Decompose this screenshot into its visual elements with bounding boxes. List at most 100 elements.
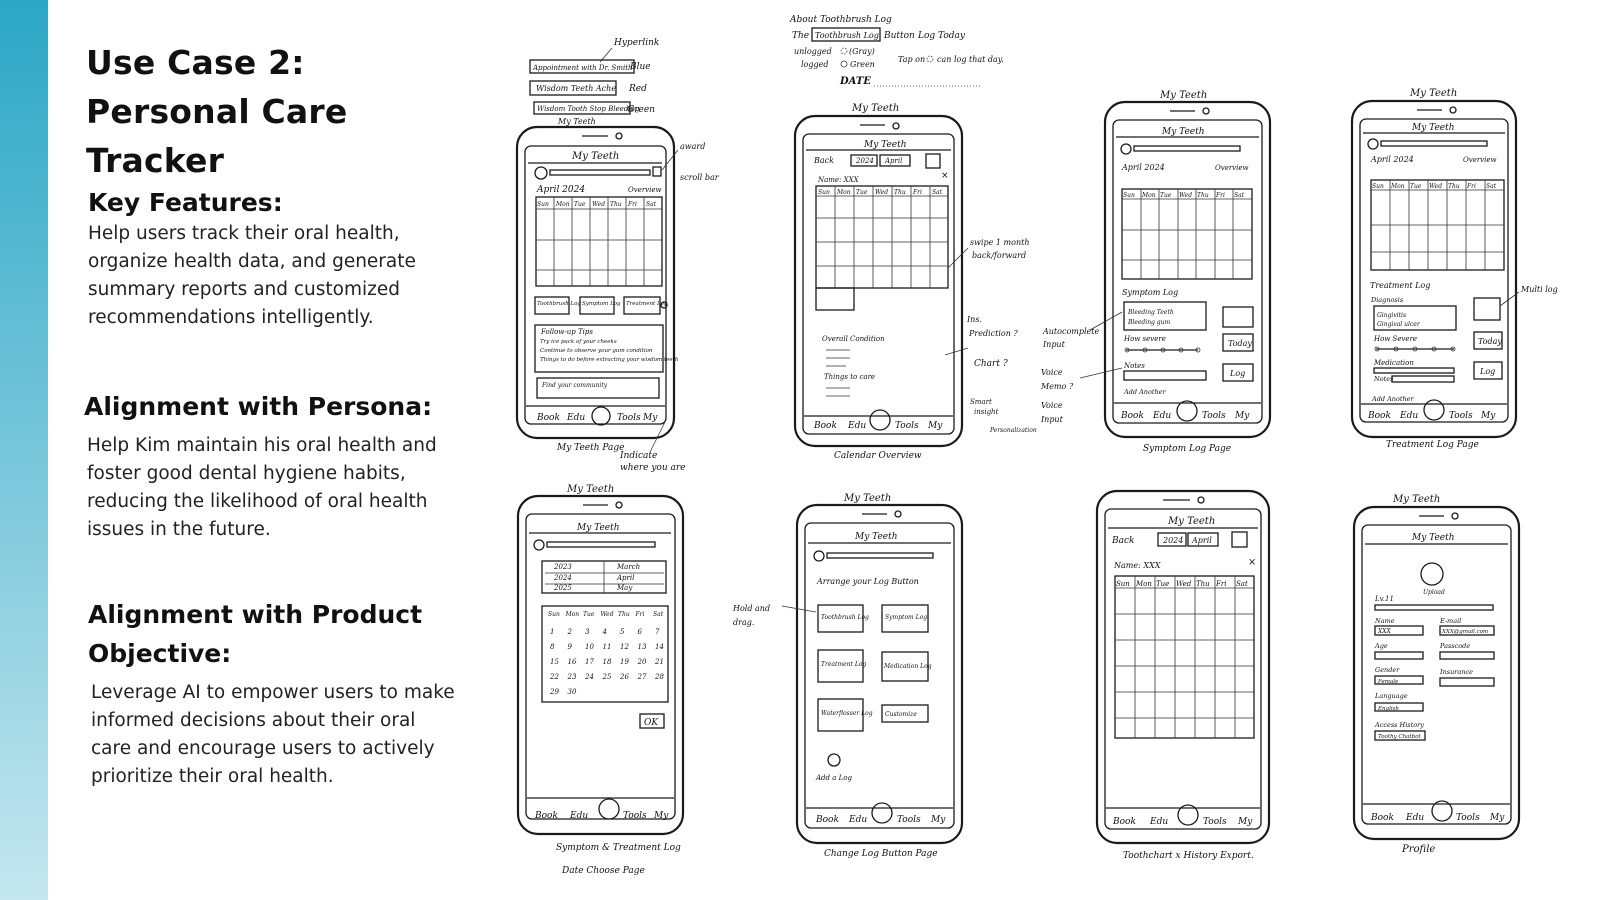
nav-edu[interactable]: Edu	[847, 421, 866, 431]
pdf-export-icon[interactable]	[1231, 531, 1248, 548]
calendar-day[interactable]: 20	[637, 658, 647, 666]
back-button[interactable]: Back	[813, 156, 834, 165]
language-field[interactable]	[1374, 702, 1424, 712]
nav-book[interactable]: Book	[1112, 817, 1136, 827]
calendar-day[interactable]: 14	[655, 643, 664, 651]
email-field[interactable]	[1439, 625, 1495, 636]
nav-tools[interactable]: Tools	[1456, 813, 1480, 823]
log-button[interactable]	[1473, 361, 1503, 380]
close-icon[interactable]: ×	[941, 171, 949, 181]
calendar-day[interactable]: 15	[550, 658, 559, 666]
history-field[interactable]	[1374, 730, 1426, 741]
tools-tooth-icon[interactable]	[871, 802, 893, 824]
nav-book[interactable]: Book	[1367, 411, 1391, 421]
tools-tooth-icon[interactable]	[869, 409, 891, 431]
today-button[interactable]	[1222, 333, 1254, 352]
calendar-day[interactable]: 19	[620, 658, 629, 666]
treatment-log-button[interactable]	[623, 296, 661, 315]
calendar-day[interactable]: 4	[602, 628, 607, 636]
overview-link[interactable]: Overview	[628, 186, 662, 194]
treatment-log-button[interactable]	[817, 649, 864, 683]
nav-book[interactable]: Book	[534, 811, 558, 821]
picker-year-selected[interactable]: 2024	[553, 574, 572, 582]
calendar-day[interactable]: 9	[568, 643, 573, 651]
calendar-day[interactable]: 17	[585, 658, 594, 666]
ok-button[interactable]	[639, 713, 665, 729]
image-upload-icon[interactable]	[1222, 306, 1254, 328]
add-log-label[interactable]: Add a Log	[815, 774, 853, 782]
nav-tools[interactable]: Tools	[895, 421, 919, 431]
calendar-day[interactable]: 26	[619, 673, 629, 681]
diagnosis-input[interactable]	[1373, 305, 1457, 331]
nav-edu[interactable]: Edu	[569, 811, 588, 821]
add-icon[interactable]	[827, 753, 841, 767]
tools-tooth-icon[interactable]	[1423, 399, 1445, 421]
age-field[interactable]	[1374, 651, 1424, 660]
nav-edu[interactable]: Edu	[848, 815, 867, 825]
calendar-day[interactable]: 21	[654, 658, 664, 666]
passcode-field[interactable]	[1439, 651, 1495, 660]
nav-my[interactable]: My	[930, 815, 946, 825]
nav-tools[interactable]: Tools	[897, 815, 921, 825]
overview-link[interactable]: Overview	[1463, 156, 1497, 164]
notes-input[interactable]	[1123, 370, 1207, 381]
tools-tooth-icon[interactable]	[1177, 804, 1199, 826]
nav-tools[interactable]: Tools	[1202, 411, 1226, 421]
calendar-day[interactable]: 10	[585, 643, 594, 651]
insurance-field[interactable]	[1439, 677, 1495, 687]
tools-tooth-icon[interactable]	[598, 798, 620, 820]
picker-year[interactable]: 2025	[553, 584, 572, 592]
overview-link[interactable]: Overview	[1215, 164, 1249, 172]
nav-edu[interactable]: Edu	[1152, 411, 1171, 421]
picker-month[interactable]: May	[616, 584, 633, 592]
calendar-day[interactable]: 5	[620, 628, 625, 636]
nav-my[interactable]: My	[1237, 817, 1253, 827]
image-upload-icon[interactable]	[1473, 297, 1501, 321]
symptom-log-button[interactable]	[579, 296, 615, 315]
calendar-day[interactable]: 23	[567, 673, 577, 681]
calendar-day[interactable]: 12	[620, 643, 629, 651]
nav-edu[interactable]: Edu	[1399, 411, 1418, 421]
calendar-day[interactable]: 30	[568, 688, 577, 696]
upload-label[interactable]: Upload	[1423, 589, 1445, 596]
month-select[interactable]: April	[884, 157, 902, 165]
calendar-day[interactable]: 7	[655, 628, 660, 636]
toothbrush-log-button[interactable]	[817, 604, 864, 633]
symptom-log-button[interactable]	[881, 604, 929, 633]
nav-book[interactable]: Book	[1120, 411, 1144, 421]
close-icon[interactable]: ×	[1248, 557, 1256, 568]
calendar-day[interactable]: 27	[637, 673, 647, 681]
nav-tools[interactable]: Tools	[1203, 817, 1227, 827]
calendar-day[interactable]: 22	[549, 673, 559, 681]
calendar-day[interactable]: 1	[550, 628, 554, 636]
picker-year[interactable]: 2023	[553, 563, 572, 571]
calendar-day[interactable]: 6	[638, 628, 643, 636]
add-another[interactable]: Add Another	[1123, 388, 1167, 396]
medication-log-button[interactable]	[881, 651, 929, 682]
nav-book[interactable]: Book	[815, 815, 839, 825]
calendar-day[interactable]: 24	[584, 673, 594, 681]
log-button[interactable]	[1222, 363, 1254, 382]
waterflosser-log-button[interactable]	[817, 698, 864, 732]
name-field[interactable]	[1374, 625, 1424, 636]
tools-tooth-icon[interactable]	[591, 406, 611, 426]
pdf-export-icon[interactable]	[925, 153, 941, 169]
nav-edu[interactable]: Edu	[1405, 813, 1424, 823]
toothbrush-log-button[interactable]	[534, 296, 570, 315]
calendar-day[interactable]: 13	[638, 643, 647, 651]
medication-input[interactable]	[1373, 367, 1455, 374]
nav-book[interactable]: Book	[1370, 813, 1394, 823]
nav-book[interactable]: Book	[536, 413, 560, 423]
calendar-day[interactable]: 25	[602, 673, 612, 681]
nav-my[interactable]: My	[642, 413, 658, 423]
symptom-input[interactable]	[1123, 301, 1207, 331]
calendar-day[interactable]: 11	[603, 643, 612, 651]
community-card[interactable]	[536, 377, 660, 399]
year-select[interactable]: 2024	[1162, 536, 1183, 545]
nav-edu[interactable]: Edu	[566, 413, 585, 423]
picker-month-selected[interactable]: April	[616, 574, 634, 582]
calendar-day[interactable]: 16	[568, 658, 577, 666]
calendar-day[interactable]: 3	[585, 628, 590, 636]
tools-tooth-icon[interactable]	[1176, 400, 1198, 422]
nav-tools[interactable]: Tools	[623, 811, 647, 821]
